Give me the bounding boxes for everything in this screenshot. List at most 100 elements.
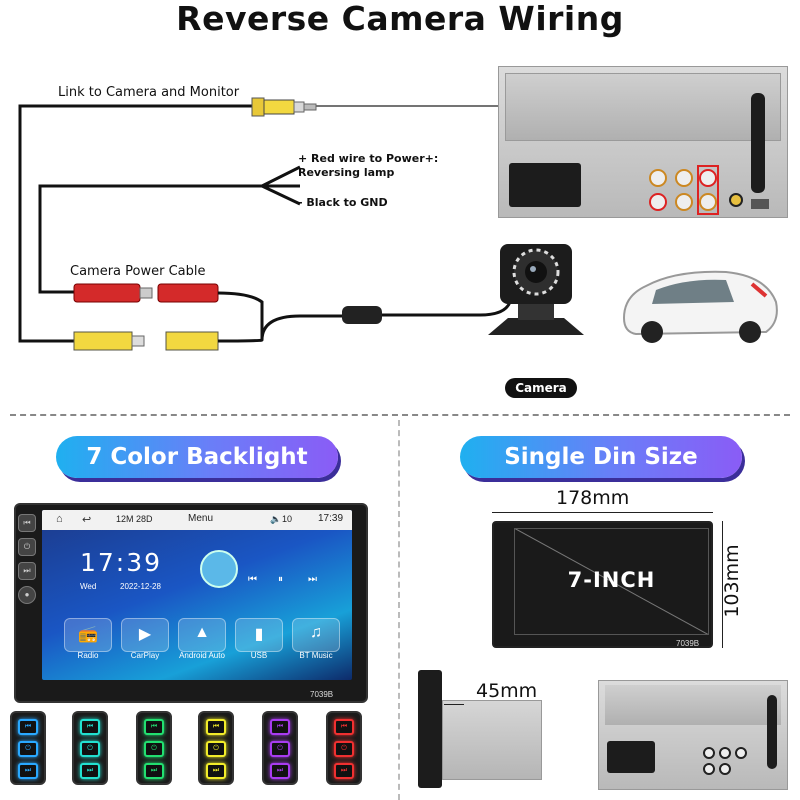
camera-tag: Camera (505, 378, 577, 398)
page-title: Reverse Camera Wiring (176, 0, 624, 38)
single-din-heading: Single Din Size (460, 436, 742, 478)
label-reversing-lamp: Reversing lamp (298, 166, 395, 179)
play-icon: ▶ (138, 626, 152, 643)
app-label: Radio (77, 651, 99, 660)
status-volume: 10 (282, 514, 293, 524)
head-unit-rear-small (598, 680, 788, 790)
power-icon: ⏻ (80, 741, 100, 757)
next-icon: ⏭ (270, 763, 290, 779)
rca-socket-yellow (165, 331, 219, 351)
status-date: 12M 28D (116, 514, 153, 524)
next-icon: ⏭ (80, 763, 100, 779)
app-label: Android Auto (179, 651, 225, 660)
prev-icon: ⏮ (80, 719, 100, 735)
prev-icon: ⏮ (144, 719, 164, 735)
antenna-icon (751, 93, 765, 193)
small-radio-model: 7039B (676, 639, 700, 648)
power-icon: ⏻ (270, 741, 290, 757)
backlight-panel: ⏮ ⏻ ⏭ (198, 711, 234, 785)
volume-icon: 🔈 (270, 514, 282, 524)
volume-knob[interactable]: ● (18, 586, 36, 604)
radio-model: 7039B (310, 690, 334, 699)
depth-line (444, 704, 464, 705)
next-icon: ⏭ (206, 763, 226, 779)
width-dimension: 178mm (556, 487, 630, 509)
rca-connector-top (251, 97, 265, 117)
app-bt-music[interactable]: ♫ (292, 618, 340, 652)
label-link-camera-monitor: Link to Camera and Monitor (58, 85, 240, 100)
column-divider (398, 420, 400, 800)
app-label: CarPlay (130, 651, 160, 660)
black-wire-branch (261, 184, 301, 206)
rca-port (649, 169, 667, 187)
power-icon: ⏻ (334, 741, 354, 757)
radio-icon: 📻 (78, 626, 98, 643)
height-line (722, 521, 723, 648)
back-icon[interactable]: ↩ (82, 514, 92, 526)
prev-icon: ⏮ (206, 719, 226, 735)
app-radio[interactable]: 📻 (64, 618, 112, 652)
screen-size-label: 7-INCH (567, 568, 656, 592)
car-icon (622, 270, 778, 343)
prev-button[interactable]: ⏮ (18, 514, 36, 532)
status-menu[interactable]: Menu (188, 513, 214, 524)
power-mode-button[interactable]: ⏻ (18, 538, 36, 556)
camera-in-port (699, 169, 717, 187)
power-icon: ⏻ (18, 741, 38, 757)
label-red-wire: + Red wire to Power+: (298, 152, 439, 165)
backlight-heading: 7 Color Backlight (56, 436, 338, 478)
section-divider (10, 414, 790, 416)
prev-icon: ⏮ (334, 719, 354, 735)
height-dimension: 103mm (721, 544, 743, 618)
cable-junction (342, 306, 382, 324)
backlight-panel: ⏮ ⏻ ⏭ (262, 711, 298, 785)
camera-icon (488, 244, 584, 335)
music-widget-icon[interactable] (200, 550, 238, 588)
depth-dimension: 45mm (476, 680, 538, 702)
iso-connector-small (607, 741, 655, 773)
backlight-panel: ⏮⏻⏭ (10, 711, 46, 785)
antenna-icon-small (767, 695, 777, 769)
home-icon[interactable]: ⌂ (56, 513, 63, 525)
radio-side-chassis (442, 700, 542, 780)
app-usb[interactable]: ▮ (235, 618, 283, 652)
power-icon: ⏻ (206, 741, 226, 757)
next-track-icon[interactable]: ⏭ (308, 574, 317, 585)
prev-icon: ⏮ (270, 719, 290, 735)
radio-front-small (492, 521, 713, 648)
video-cable-loop (18, 104, 258, 343)
radio-screen: ⌂ ↩ 12M 28D Menu 🔈 10 17:39 17:39 Wed 20… (42, 510, 352, 680)
power-cable-loop (38, 184, 300, 294)
prev-track-icon[interactable]: ⏮ (248, 574, 257, 585)
camera-port-highlight (697, 165, 719, 215)
backlight-panel: ⏮ ⏻ ⏭ (72, 711, 108, 785)
width-line (492, 512, 713, 513)
next-icon: ⏭ (144, 763, 164, 779)
iso-connector (509, 163, 581, 207)
usb-icon: ▮ (254, 626, 264, 643)
usb-port (751, 199, 769, 209)
red-wire-branch (261, 165, 301, 188)
music-note-icon: ♫ (310, 624, 322, 641)
status-time: 17:39 (318, 513, 344, 524)
clock-day: Wed (80, 582, 97, 591)
clock-date: 2022-12-28 (120, 582, 161, 591)
next-icon: ⏭ (18, 763, 38, 779)
rca-plug-yellow (73, 331, 133, 351)
radio-side-buttons: ⏮ ⏻ ⏭ ● (18, 514, 38, 634)
backlight-panel: ⏮ ⏻ ⏭ (326, 711, 362, 785)
status-bar (42, 510, 352, 530)
label-camera-power-cable: Camera Power Cable (70, 264, 206, 279)
app-android-auto[interactable]: ▲ (178, 618, 226, 652)
power-icon: ⏻ (144, 741, 164, 757)
next-button[interactable]: ⏭ (18, 562, 36, 580)
app-label: USB (250, 651, 268, 660)
app-carplay[interactable]: ▶ (121, 618, 169, 652)
clock: 17:39 (80, 548, 163, 577)
screen-small (514, 528, 709, 635)
radio-side-face (418, 670, 442, 788)
head-unit-rear (498, 66, 788, 218)
pause-icon[interactable]: ⏸ (278, 574, 283, 585)
next-icon: ⏭ (334, 763, 354, 779)
